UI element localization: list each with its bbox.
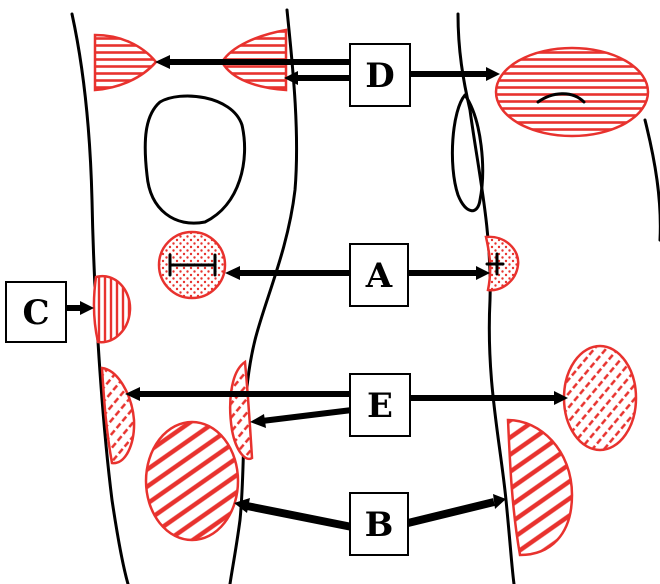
arrow-d-center-lesion xyxy=(284,71,352,85)
lesion-a-2-scale-bar xyxy=(485,252,505,276)
lesion-d-3-arc-mark xyxy=(536,92,586,104)
left-limb-inner-outline xyxy=(228,8,299,584)
arrow-d-left-lesion xyxy=(155,55,352,69)
label-b: B xyxy=(365,505,394,545)
lesion-marks xyxy=(168,92,586,277)
arrow-b-left-lesion xyxy=(234,498,353,531)
arrow-c xyxy=(66,301,94,315)
left-knee-outline xyxy=(143,94,247,225)
arrow-a-left-lesion xyxy=(225,266,352,280)
label-box-d: D xyxy=(349,43,411,107)
label-box-c: C xyxy=(5,281,67,343)
label-box-e: E xyxy=(349,373,411,437)
arrow-d-right-lesion xyxy=(410,67,500,81)
label-e: E xyxy=(367,386,393,426)
lesion-b-1 xyxy=(144,420,240,542)
lesion-b-2 xyxy=(506,418,574,557)
arrows xyxy=(66,55,568,531)
label-d: D xyxy=(365,56,394,96)
arrow-e-right-lesion xyxy=(410,391,568,405)
label-c: C xyxy=(22,293,49,333)
lesion-d-3 xyxy=(494,46,650,138)
lesion-c xyxy=(92,274,132,344)
lesion-e-1 xyxy=(100,366,136,465)
label-box-a: A xyxy=(349,243,409,307)
lesion-a-1-scale-bar xyxy=(168,253,217,277)
label-box-b: B xyxy=(349,492,409,556)
lesion-e-2 xyxy=(229,359,254,461)
body-outline xyxy=(70,8,660,584)
label-a: A xyxy=(365,256,393,296)
lesion-e-3 xyxy=(562,344,638,452)
arrow-e-center-lesion xyxy=(250,407,353,428)
arrow-a-right-lesion xyxy=(408,266,490,280)
arrow-e-left-lesion xyxy=(125,387,352,401)
right-limb-outer-outline xyxy=(643,118,660,242)
right-knee-outline xyxy=(450,93,485,213)
arrow-b-right-lesion xyxy=(407,494,506,527)
